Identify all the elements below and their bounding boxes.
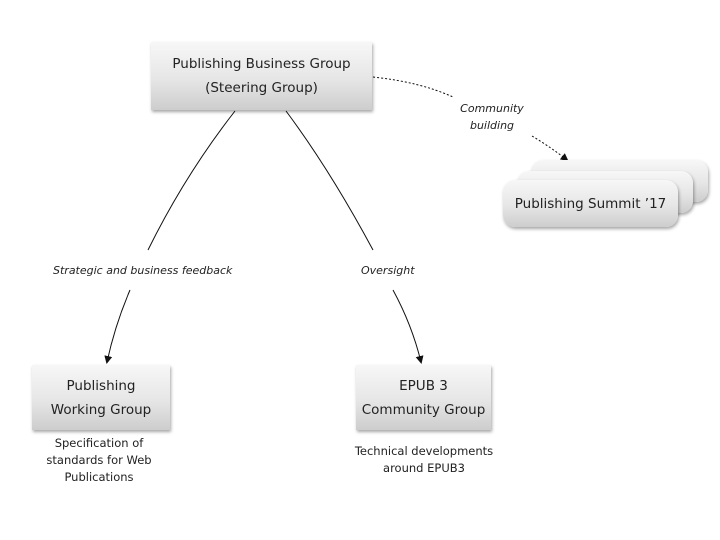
epub-group-node[interactable]: EPUB 3 Community Group (356, 365, 491, 430)
edge-strategic-upper (147, 110, 236, 251)
edge-oversight-lower (392, 289, 424, 364)
edge-label-community: Community building (452, 100, 532, 134)
epub-group-caption: Technical developments around EPUB3 (344, 443, 504, 477)
summit-node[interactable]: Publishing Summit ’17 (503, 180, 678, 227)
epub-group-title-line2: Community Group (361, 401, 486, 418)
edge-label-community-line2: building (469, 119, 515, 132)
business-group-node[interactable]: Publishing Business Group (Steering Grou… (151, 42, 372, 110)
caption-line: Specification of (54, 436, 144, 450)
edge-oversight-upper (285, 110, 374, 251)
epub-group-title-line1: EPUB 3 (399, 377, 448, 394)
edge-label-oversight: Oversight (361, 264, 415, 277)
caption-line: standards for Web (46, 453, 152, 467)
caption-line: Technical developments (354, 444, 494, 458)
working-group-title-line1: Publishing (66, 377, 136, 394)
edge-label-strategic: Strategic and business feedback (53, 264, 233, 277)
edge-community-lower (531, 135, 569, 162)
caption-line: Publications (64, 470, 134, 484)
caption-line: around EPUB3 (383, 461, 465, 475)
business-group-subtitle: (Steering Group) (205, 80, 318, 96)
working-group-node[interactable]: Publishing Working Group (32, 365, 170, 430)
working-group-caption: Specification of standards for Web Publi… (20, 435, 178, 486)
edge-community-upper (372, 76, 454, 98)
working-group-title-line2: Working Group (50, 401, 152, 418)
business-group-title: Publishing Business Group (172, 56, 351, 72)
edge-label-community-line1: Community (460, 102, 524, 115)
edge-strategic-lower (104, 289, 131, 364)
summit-label: Publishing Summit ’17 (514, 195, 667, 212)
